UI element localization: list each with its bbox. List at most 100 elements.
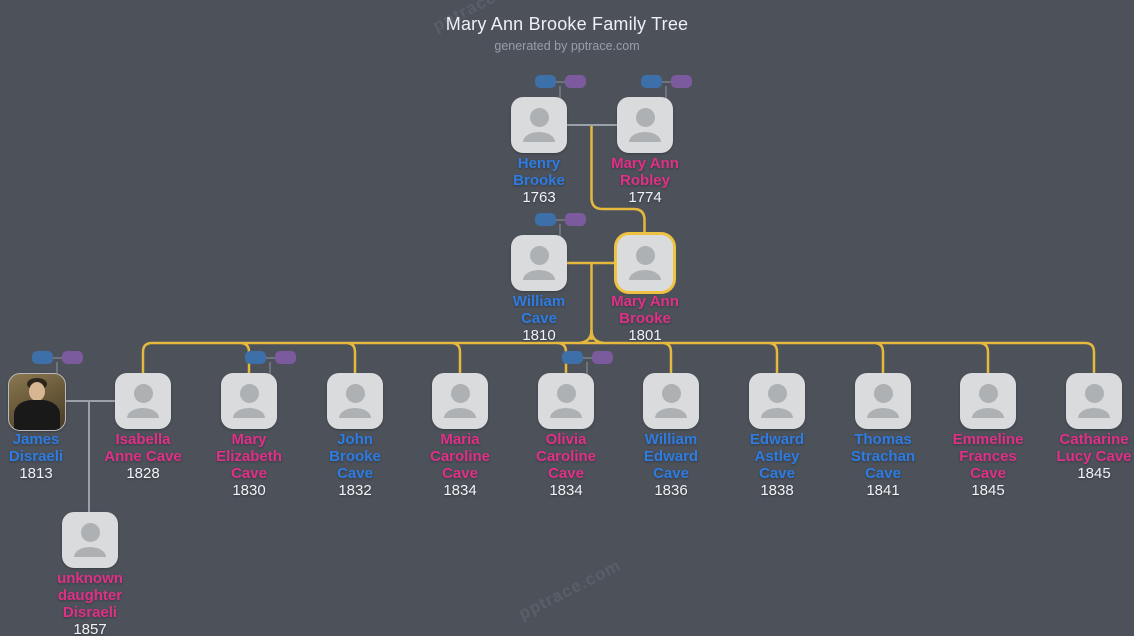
person-label: James Disraeli 1813 bbox=[0, 431, 78, 482]
person-label: Isabella Anne Cave 1828 bbox=[101, 431, 185, 482]
person-card[interactable] bbox=[327, 373, 383, 429]
person-silhouette-icon bbox=[432, 373, 488, 429]
person-label: Mary Ann Brooke 1801 bbox=[603, 293, 687, 344]
person-card-portrait[interactable] bbox=[8, 373, 66, 431]
collapsed-relatives-pills[interactable] bbox=[640, 75, 692, 99]
person-silhouette-icon bbox=[511, 97, 567, 153]
person-card[interactable] bbox=[643, 373, 699, 429]
father-pill-icon[interactable] bbox=[244, 351, 266, 364]
person-card[interactable] bbox=[115, 373, 171, 429]
person-name: Maria Caroline Cave bbox=[429, 431, 490, 482]
person-name: James Disraeli bbox=[8, 431, 64, 465]
header: Mary Ann Brooke Family Tree generated by… bbox=[0, 14, 1134, 53]
person-card[interactable] bbox=[960, 373, 1016, 429]
collapsed-relatives-pills[interactable] bbox=[561, 351, 613, 375]
person-name: Mary Ann Robley bbox=[611, 155, 679, 189]
page-title: Mary Ann Brooke Family Tree bbox=[445, 14, 689, 34]
person-year: 1836 bbox=[654, 482, 688, 499]
person-name: unknown daughter Disraeli bbox=[57, 570, 123, 621]
person-silhouette-icon bbox=[1066, 373, 1122, 429]
person-name: Thomas Strachan Cave bbox=[850, 431, 916, 482]
person-silhouette-icon bbox=[221, 373, 277, 429]
person-card[interactable] bbox=[855, 373, 911, 429]
person-label: William Edward Cave 1836 bbox=[629, 431, 713, 499]
mother-pill-icon[interactable] bbox=[564, 75, 586, 88]
person-year: 1845 bbox=[1077, 465, 1111, 482]
person-name: Henry Brooke bbox=[513, 155, 565, 189]
person-label: John Brooke Cave 1832 bbox=[313, 431, 397, 499]
person-silhouette-icon bbox=[643, 373, 699, 429]
person-silhouette-icon bbox=[538, 373, 594, 429]
person-label: William Cave 1810 bbox=[497, 293, 581, 344]
person-label: Olivia Caroline Cave 1834 bbox=[524, 431, 608, 499]
portrait-face bbox=[29, 382, 45, 401]
person-card[interactable] bbox=[62, 512, 118, 568]
person-year: 1832 bbox=[338, 482, 372, 499]
person-card[interactable] bbox=[538, 373, 594, 429]
person-year: 1813 bbox=[19, 465, 53, 482]
person-label: Mary Elizabeth Cave 1830 bbox=[207, 431, 291, 499]
person-name: Emmeline Frances Cave bbox=[952, 431, 1024, 482]
person-year: 1810 bbox=[522, 327, 556, 344]
person-card[interactable] bbox=[511, 97, 567, 153]
person-silhouette-icon bbox=[960, 373, 1016, 429]
father-pill-icon[interactable] bbox=[561, 351, 583, 364]
person-year: 1830 bbox=[232, 482, 266, 499]
person-silhouette-icon bbox=[855, 373, 911, 429]
person-silhouette-icon bbox=[749, 373, 805, 429]
person-label: Mary Ann Robley 1774 bbox=[603, 155, 687, 206]
father-pill-icon[interactable] bbox=[31, 351, 53, 364]
person-card-selected[interactable] bbox=[617, 235, 673, 291]
person-name: John Brooke Cave bbox=[329, 431, 381, 482]
person-label: Edward Astley Cave 1838 bbox=[735, 431, 819, 499]
person-card[interactable] bbox=[1066, 373, 1122, 429]
person-label: unknown daughter Disraeli 1857 bbox=[48, 570, 132, 636]
collapsed-relatives-pills[interactable] bbox=[244, 351, 296, 375]
person-silhouette-icon bbox=[511, 235, 567, 291]
person-name: Mary Elizabeth Cave bbox=[216, 431, 282, 482]
person-year: 1828 bbox=[126, 465, 160, 482]
person-year: 1801 bbox=[628, 327, 662, 344]
person-card[interactable] bbox=[617, 97, 673, 153]
person-name: William Edward Cave bbox=[643, 431, 699, 482]
portrait-coat bbox=[14, 400, 60, 430]
person-silhouette-icon bbox=[617, 97, 673, 153]
person-year: 1834 bbox=[443, 482, 477, 499]
person-year: 1763 bbox=[522, 189, 556, 206]
person-year: 1838 bbox=[760, 482, 794, 499]
person-card[interactable] bbox=[749, 373, 805, 429]
person-year: 1845 bbox=[971, 482, 1005, 499]
person-silhouette-icon bbox=[327, 373, 383, 429]
person-label: Emmeline Frances Cave 1845 bbox=[946, 431, 1030, 499]
person-year: 1834 bbox=[549, 482, 583, 499]
person-name: Isabella Anne Cave bbox=[104, 431, 182, 465]
person-name: William Cave bbox=[512, 293, 566, 327]
person-label: Catharine Lucy Cave 1845 bbox=[1046, 431, 1134, 482]
person-name: Olivia Caroline Cave bbox=[535, 431, 596, 482]
person-name: Catharine Lucy Cave bbox=[1056, 431, 1132, 465]
person-card[interactable] bbox=[221, 373, 277, 429]
person-card[interactable] bbox=[511, 235, 567, 291]
person-silhouette-icon bbox=[115, 373, 171, 429]
person-silhouette-icon bbox=[617, 235, 673, 291]
person-year: 1774 bbox=[628, 189, 662, 206]
father-pill-icon[interactable] bbox=[534, 75, 556, 88]
mother-pill-icon[interactable] bbox=[564, 213, 586, 226]
mother-pill-icon[interactable] bbox=[274, 351, 296, 364]
page-subtitle: generated by pptrace.com bbox=[494, 39, 640, 53]
father-pill-icon[interactable] bbox=[640, 75, 662, 88]
person-year: 1841 bbox=[866, 482, 900, 499]
mother-pill-icon[interactable] bbox=[61, 351, 83, 364]
trunk-junction-flare bbox=[578, 329, 605, 345]
father-pill-icon[interactable] bbox=[534, 213, 556, 226]
collapsed-relatives-pills[interactable] bbox=[534, 75, 586, 99]
mother-pill-icon[interactable] bbox=[670, 75, 692, 88]
person-card[interactable] bbox=[432, 373, 488, 429]
mother-pill-icon[interactable] bbox=[591, 351, 613, 364]
person-label: Henry Brooke 1763 bbox=[497, 155, 581, 206]
collapsed-relatives-pills[interactable] bbox=[534, 213, 586, 237]
person-label: Thomas Strachan Cave 1841 bbox=[841, 431, 925, 499]
collapsed-relatives-pills[interactable] bbox=[31, 351, 83, 375]
person-name: Edward Astley Cave bbox=[749, 431, 805, 482]
